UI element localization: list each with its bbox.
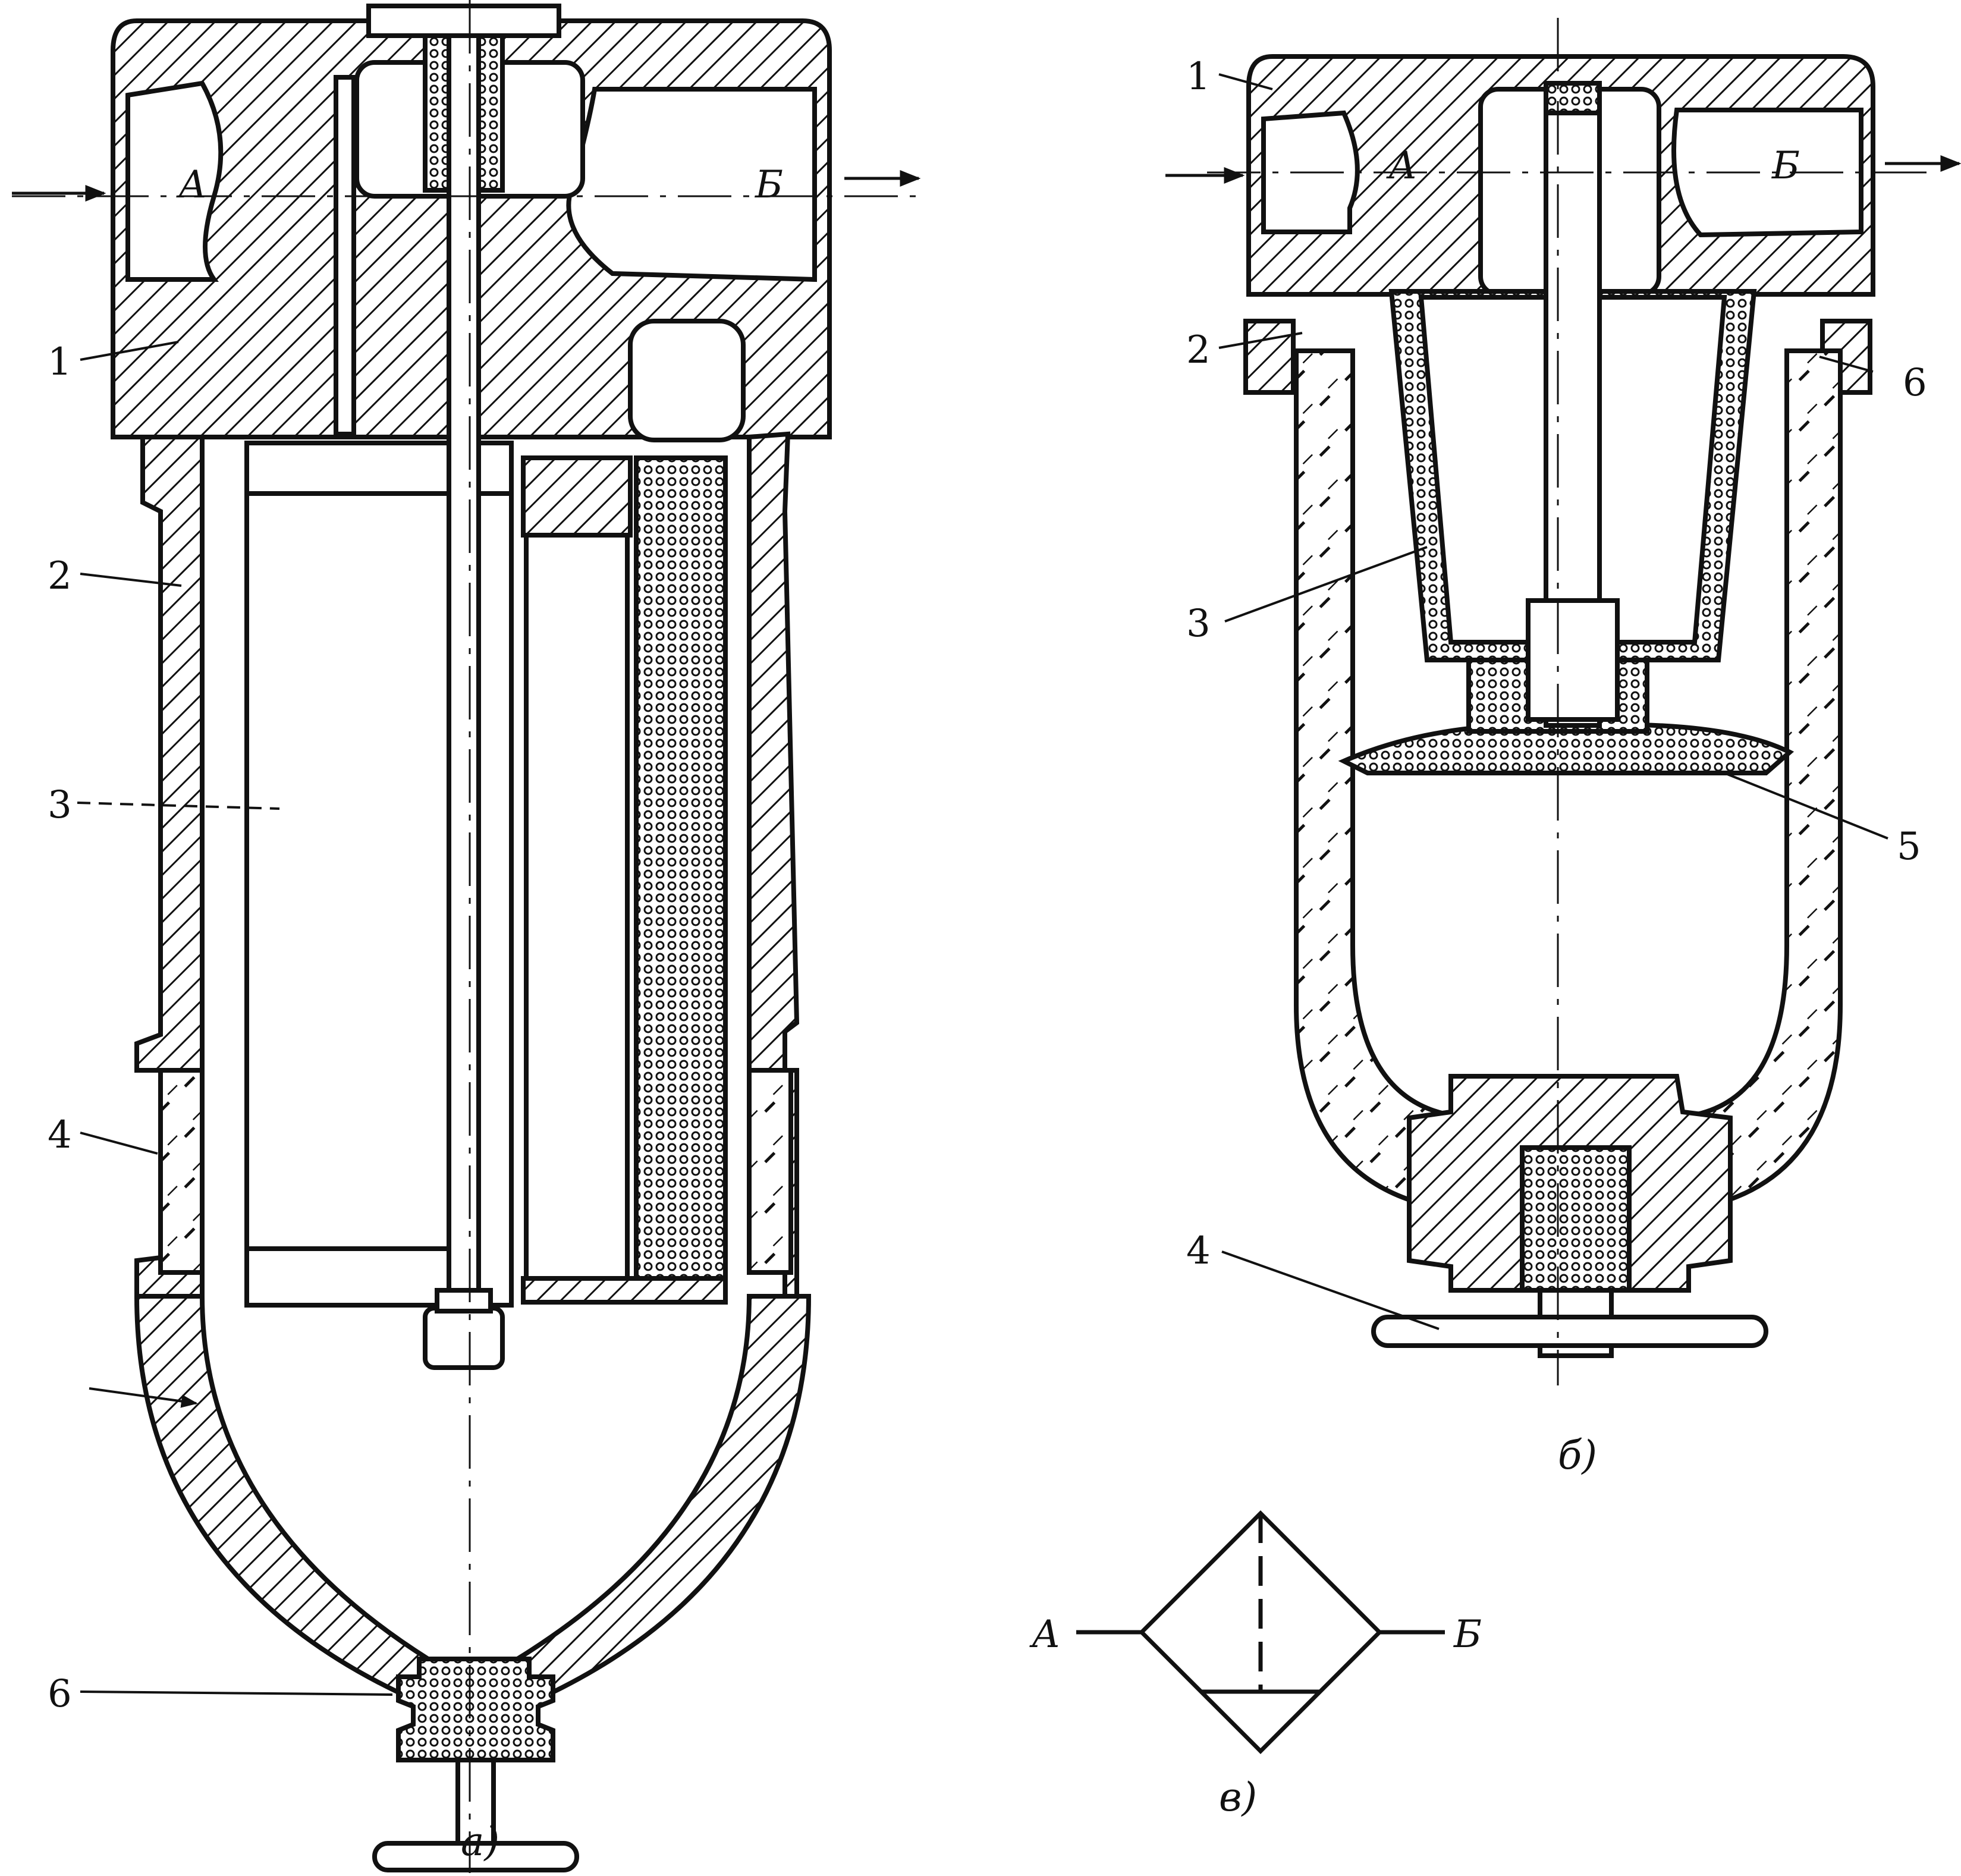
clamp-ring-left [1243, 319, 1296, 395]
symbol-diamond [1139, 1510, 1382, 1754]
callout-b-3: 3 [1186, 602, 1211, 646]
glass-bowl-b [1294, 348, 1843, 1215]
leader-a-bowl [89, 1387, 198, 1408]
callout-b-5: 5 [1897, 825, 1921, 869]
leader-a-4 [80, 1132, 158, 1155]
center-rod [447, 33, 481, 1311]
port-label-in-v: А [1029, 1613, 1060, 1657]
leader-a-3 [77, 802, 280, 810]
callout-b-6: 6 [1903, 361, 1927, 405]
port-label-out-a: Б [755, 163, 783, 207]
sight-glass-left [158, 1068, 205, 1275]
callout-b-4: 4 [1186, 1229, 1211, 1273]
caption-a: а) [461, 1819, 499, 1865]
leader-b-4 [1221, 1250, 1440, 1330]
baffle-foot [521, 1276, 728, 1305]
rod-nut-b [1526, 598, 1620, 722]
left-port-gap [334, 75, 356, 436]
baffle [521, 455, 633, 538]
bowl-dome [134, 1294, 812, 1703]
leader-b-6 [1819, 356, 1874, 373]
sight-glass-right [747, 1068, 793, 1275]
rod-nut-top [435, 1288, 493, 1313]
outlet-channel-b [1671, 108, 1863, 238]
leader-b-5 [1724, 772, 1888, 840]
caption-v: в) [1219, 1774, 1257, 1820]
filter-symbol [1076, 1510, 1445, 1754]
filter-variant-a [12, 0, 916, 1873]
callout-b-2: 2 [1186, 328, 1211, 372]
port-label-out-v: Б [1453, 1613, 1482, 1657]
drain-handle [372, 1841, 579, 1872]
rod-nut [423, 1306, 505, 1370]
leader-b-2 [1218, 332, 1303, 349]
caption-b: б) [1558, 1432, 1597, 1478]
leader-a-6 [80, 1690, 393, 1696]
cover-plug [366, 4, 561, 38]
leader-b-1 [1218, 73, 1273, 90]
callout-a-3: 3 [48, 783, 72, 827]
callout-b-1: 1 [1186, 55, 1211, 99]
callout-a-4: 4 [48, 1113, 72, 1157]
leader-a-2 [80, 573, 182, 587]
callout-a-2: 2 [48, 554, 72, 598]
drain-body [396, 1657, 555, 1762]
callout-a-6: 6 [48, 1672, 72, 1716]
leader-a-1 [80, 341, 179, 361]
port-label-out-b: Б [1771, 144, 1800, 188]
port-label-in-a: А [176, 163, 207, 207]
drain-handle-b [1371, 1315, 1768, 1348]
filter-media [634, 455, 728, 1293]
baffle-tube [524, 533, 630, 1281]
callout-a-1: 1 [48, 340, 72, 384]
drain-stem [455, 1758, 496, 1858]
leader-b-3 [1224, 546, 1428, 623]
port-label-in-b: А [1386, 144, 1417, 188]
filter-variant-b [1207, 18, 1938, 1385]
outlet-channel-lower [628, 319, 746, 442]
drain-core-b [1520, 1145, 1632, 1293]
